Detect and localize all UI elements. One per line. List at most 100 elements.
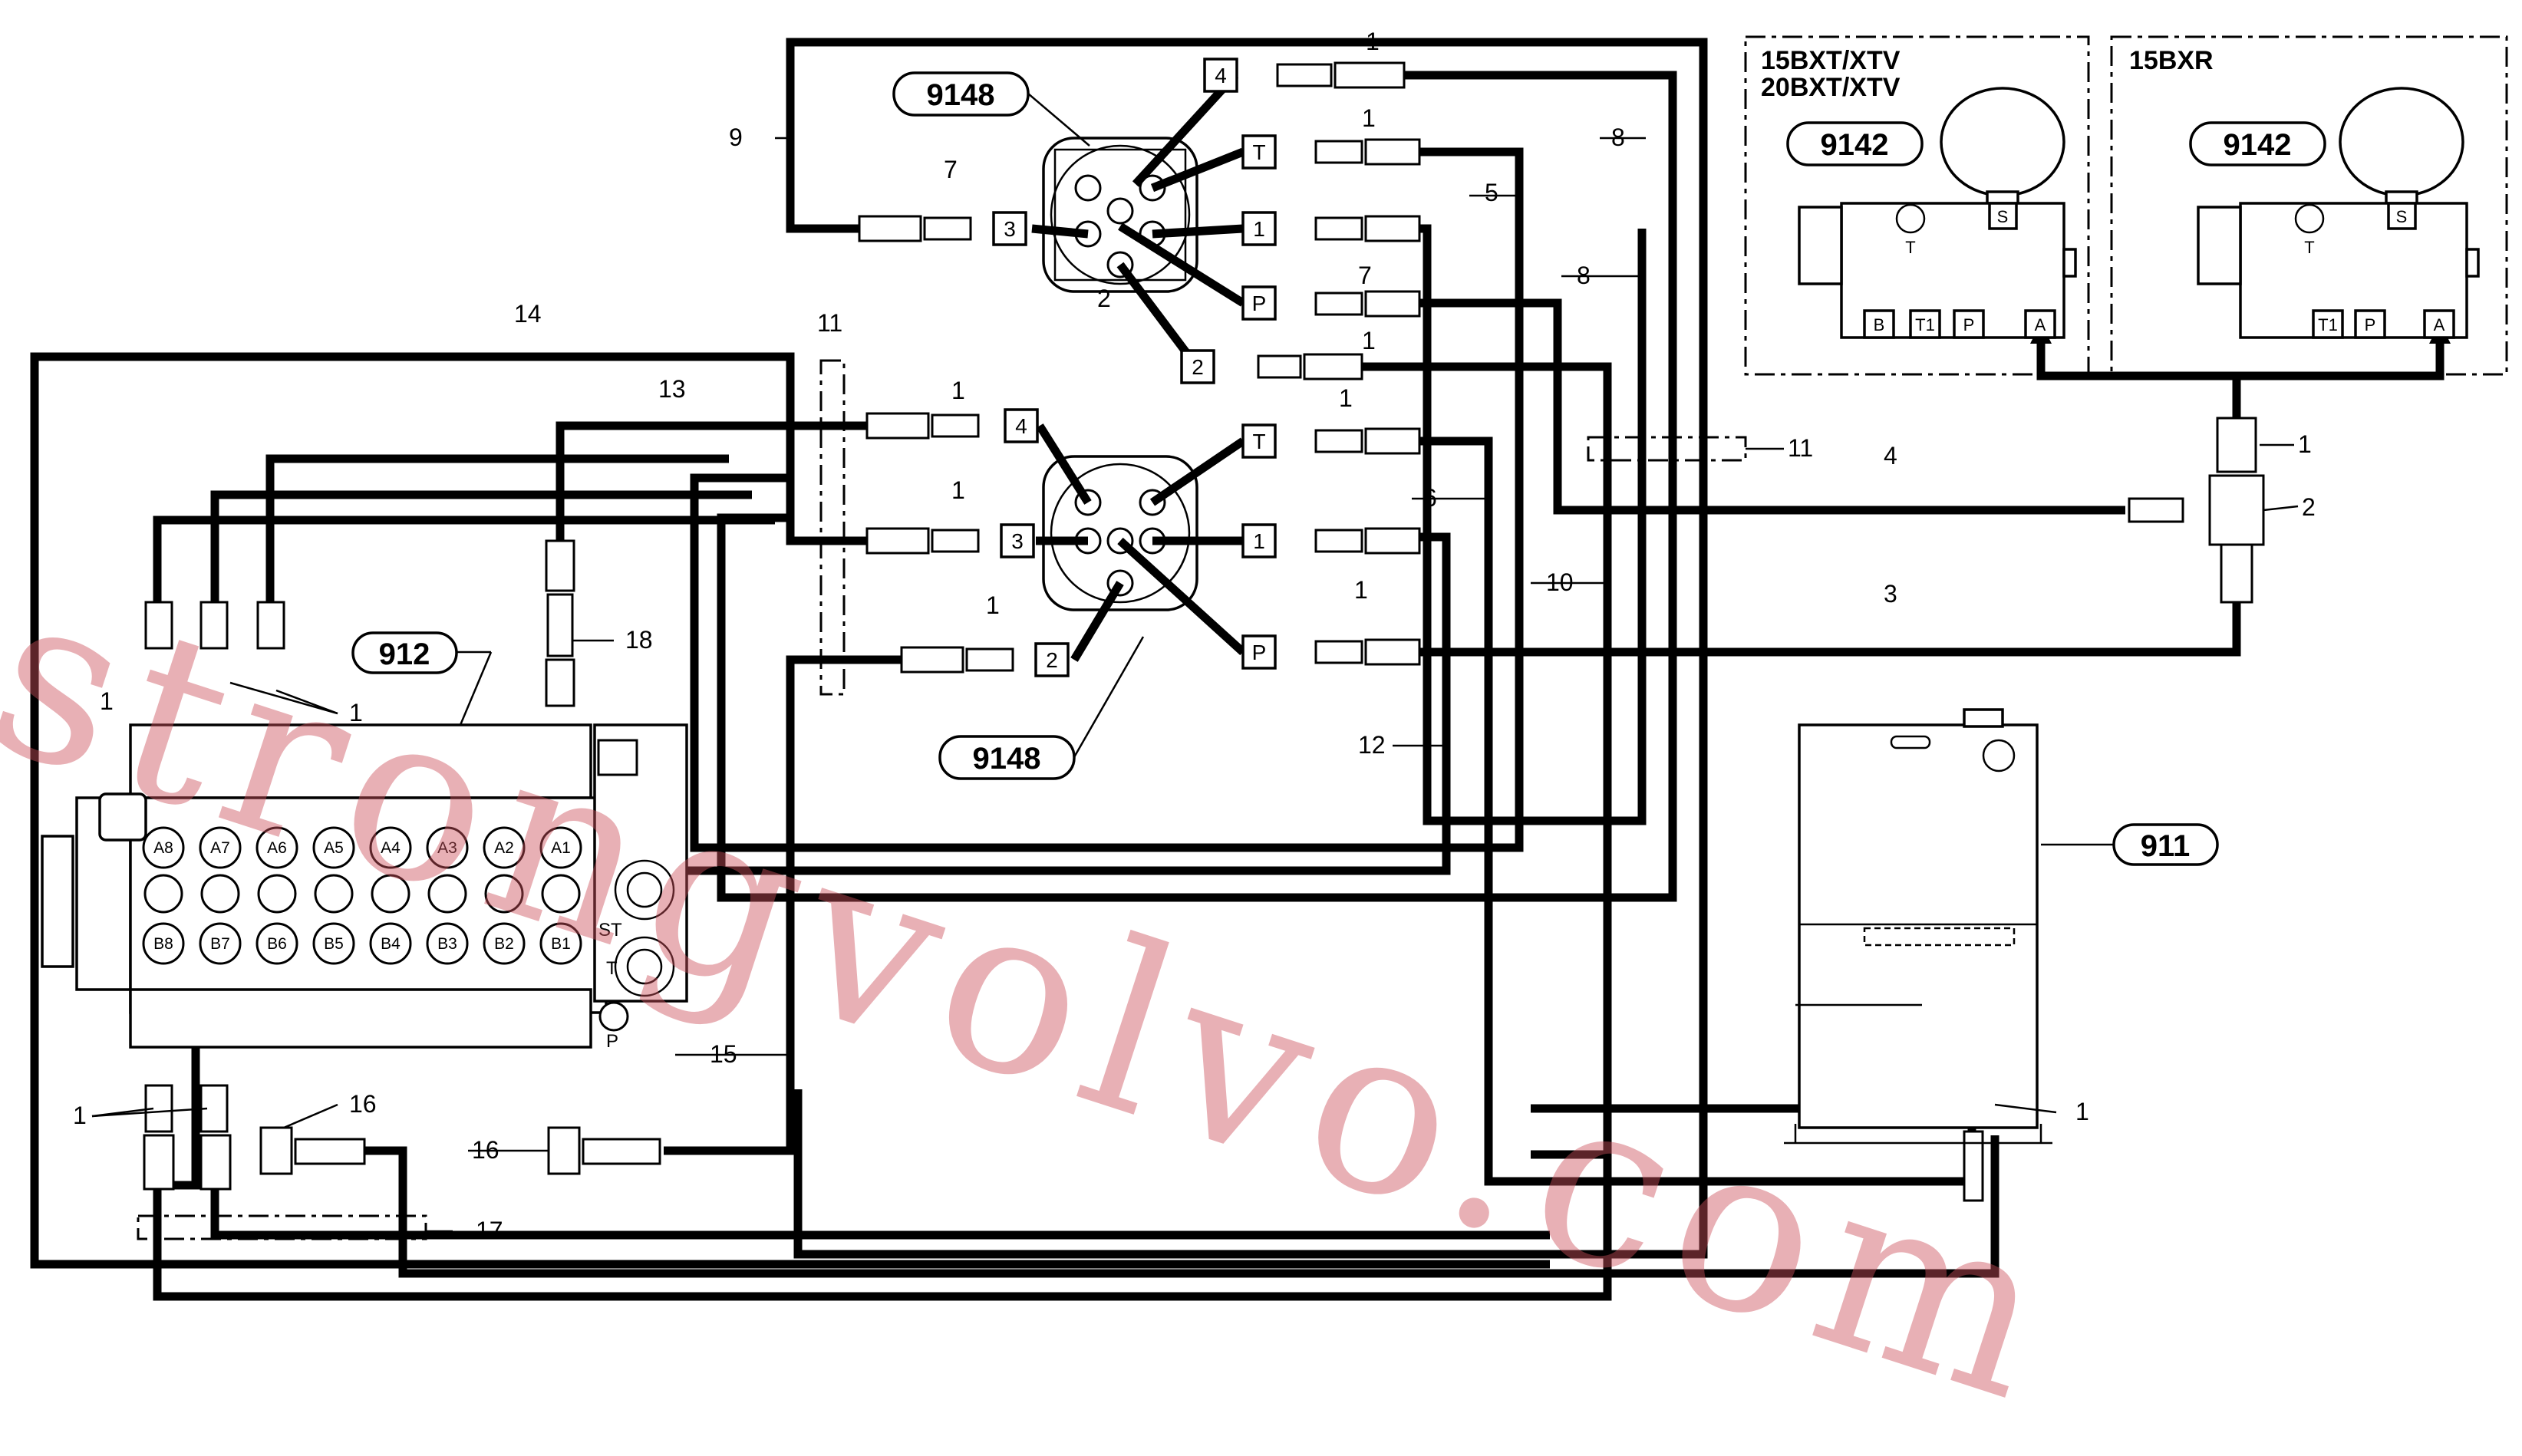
item-17: 17 xyxy=(476,1217,503,1244)
port-b8-label: B8 xyxy=(153,935,173,953)
item-7-a: 7 xyxy=(944,156,958,183)
line-12 xyxy=(157,532,1451,1190)
port-a6-label: A6 xyxy=(267,839,287,857)
pilot-left-p: P xyxy=(1963,315,1975,334)
fittings xyxy=(143,61,2265,1202)
port-boxes-upper xyxy=(992,58,1277,384)
port-box-lower-4: 4 xyxy=(1015,414,1027,438)
callout-9148-lower: 9148 xyxy=(973,742,1041,776)
hydraulic-diagram: A8 A7 A6 A5 A4 A3 A2 A1 B8 B7 B6 B5 B4 B… xyxy=(30,28,2508,1301)
port-box-lower-t: T xyxy=(1252,430,1265,453)
line-4 xyxy=(1416,298,2125,515)
pilot-left-a: A xyxy=(2035,315,2046,334)
line-b7 xyxy=(210,1135,1550,1240)
port-box-upper-4: 4 xyxy=(1215,64,1227,87)
item-1-d: 1 xyxy=(1339,384,1353,412)
line-13 xyxy=(555,421,875,545)
variant-left-line1: 15BXT/XTV xyxy=(1761,46,1901,75)
port-b2-label: B2 xyxy=(494,935,514,953)
item-2-b: 2 xyxy=(1097,285,1111,312)
item-14: 14 xyxy=(514,300,542,328)
line-6 xyxy=(1416,436,1496,1186)
section-a4 xyxy=(369,826,412,965)
item-1-b: 1 xyxy=(1362,327,1376,354)
line-14 xyxy=(30,352,1550,1269)
section-a7 xyxy=(199,826,242,965)
item-13: 13 xyxy=(658,375,686,403)
section-a6 xyxy=(255,826,298,965)
item-1-h: 1 xyxy=(349,699,363,726)
line-accum-left xyxy=(2036,341,2241,430)
valve-t-label: T xyxy=(606,958,618,979)
item-1-m: 1 xyxy=(100,687,114,715)
item-1-i: 1 xyxy=(73,1102,87,1129)
port-box-lower-2: 2 xyxy=(1046,648,1058,672)
port-box-upper-3: 3 xyxy=(1004,217,1016,241)
item-12: 12 xyxy=(1358,731,1386,759)
pilot-left-t: T xyxy=(1905,238,1915,257)
line-a8 xyxy=(153,516,775,602)
port-a7-label: A7 xyxy=(210,839,230,857)
variant-right: 15BXR xyxy=(2129,46,2214,75)
section-a3 xyxy=(426,826,469,965)
section-a8 xyxy=(142,826,185,965)
line-9 xyxy=(786,38,1708,1259)
item-16-a: 16 xyxy=(349,1090,377,1118)
line-5 xyxy=(690,147,1524,852)
item-1-c: 1 xyxy=(951,377,965,404)
callout-911: 911 xyxy=(2141,829,2191,863)
pilot-right-s: S xyxy=(2396,207,2408,226)
hydraulic-tank xyxy=(1784,708,2052,1145)
port-a8-label: A8 xyxy=(153,839,173,857)
callout-leaders xyxy=(457,93,2114,846)
variant-left-line2: 20BXT/XTV xyxy=(1761,73,1901,102)
pilot-right-a: A xyxy=(2434,315,2445,334)
section-a1 xyxy=(539,826,582,965)
pilot-left-s: S xyxy=(1997,207,2009,226)
item-1-j: 1 xyxy=(2298,430,2312,458)
line-accum-right xyxy=(2237,341,2445,380)
port-box-lower-p: P xyxy=(1252,641,1267,664)
port-boxes-lower xyxy=(1000,408,1277,677)
callout-9142-left: 9142 xyxy=(1821,128,1889,162)
callout-9148-upper: 9148 xyxy=(927,78,995,112)
section-a5 xyxy=(312,826,355,965)
hydraulic-lines xyxy=(30,38,2445,1301)
port-box-lower-3: 3 xyxy=(1011,529,1024,553)
pilot-left-t1: T1 xyxy=(1915,315,1935,334)
item-5: 5 xyxy=(1485,179,1498,206)
line-b6 xyxy=(364,1135,1999,1278)
port-a4-label: A4 xyxy=(381,839,401,857)
line-15 xyxy=(664,655,902,1155)
item-1-a: 1 xyxy=(1362,104,1376,132)
pilot-ports-left xyxy=(1863,202,2056,339)
pilot-right-t1: T1 xyxy=(2318,315,2338,334)
item-1-g: 1 xyxy=(986,591,1000,619)
callout-912: 912 xyxy=(379,637,430,671)
item-11-b: 11 xyxy=(1788,434,1813,462)
line-a6 xyxy=(265,454,729,602)
pilot-right-p: P xyxy=(2365,315,2376,334)
item-3: 3 xyxy=(1884,580,1897,608)
item-1-e: 1 xyxy=(951,476,965,504)
item-4: 4 xyxy=(1884,442,1897,469)
item-1-f: 1 xyxy=(1354,576,1368,604)
item-1-l: 1 xyxy=(1366,28,1380,55)
port-box-upper-2: 2 xyxy=(1192,355,1204,379)
lever-leads xyxy=(1031,72,1246,662)
port-a5-label: A5 xyxy=(324,839,344,857)
port-box-upper-1: 1 xyxy=(1253,217,1265,241)
section-a2 xyxy=(483,826,526,965)
line-a7 xyxy=(210,490,752,602)
port-b7-label: B7 xyxy=(210,935,230,953)
port-b3-label: B3 xyxy=(437,935,457,953)
valve-p-label: P xyxy=(606,1031,618,1052)
port-a2-label: A2 xyxy=(494,839,514,857)
port-b4-label: B4 xyxy=(381,935,401,953)
port-box-lower-1: 1 xyxy=(1253,529,1265,553)
item-7-b: 7 xyxy=(1358,262,1372,289)
section-markers xyxy=(137,359,1747,1240)
item-leaders xyxy=(91,137,2299,1233)
port-b5-label: B5 xyxy=(324,935,344,953)
item-18: 18 xyxy=(625,626,653,654)
